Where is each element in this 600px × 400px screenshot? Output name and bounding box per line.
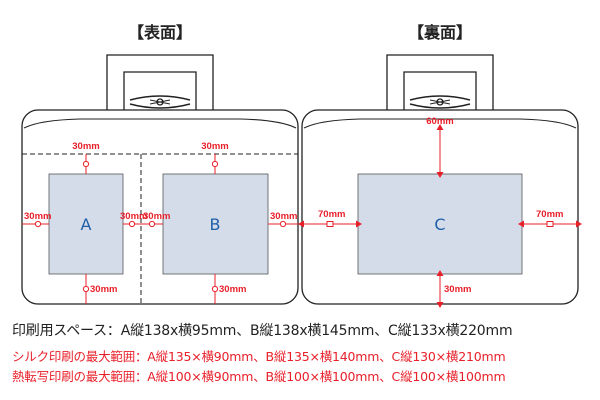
dim-c-top: 60mm <box>426 116 453 127</box>
front-handle <box>106 54 214 110</box>
dim-b-bottom: 30mm <box>219 284 246 295</box>
print-area-b <box>162 173 269 275</box>
dim-a-bottom: 30mm <box>90 284 117 295</box>
back-side: 【裏面】 C <box>298 23 582 308</box>
dim-b-top: 30mm <box>201 141 228 152</box>
area-c-label: C <box>434 215 445 234</box>
heat-transfer-max-caption: 熱転写印刷の最大範囲：A縦100×横90mm、B縦100×横100mm、C縦10… <box>12 369 506 384</box>
dim-a-right: 30mm <box>120 211 147 222</box>
print-space-caption: 印刷用スペース：A縦138x横95mm、B縦138x横145mm、C縦133x横… <box>12 323 513 339</box>
dim-b-left: 30mm <box>143 211 170 222</box>
dim-b-right: 30mm <box>270 211 297 222</box>
dim-c-bottom: 30mm <box>444 284 471 295</box>
dim-a-left: 30mm <box>24 211 51 222</box>
area-b-label: B <box>210 215 221 234</box>
front-side: 【表面】 A B <box>21 23 299 305</box>
dim-c-right: 70mm <box>536 209 563 220</box>
dim-c-left: 70mm <box>318 209 345 220</box>
front-title: 【表面】 <box>128 23 192 42</box>
dim-a-top: 30mm <box>72 141 99 152</box>
print-area-c <box>357 173 523 275</box>
bag-diagram: 【表面】 A B <box>21 23 582 308</box>
back-handle <box>386 54 494 110</box>
silk-max-caption: シルク印刷の最大範囲：A縦135×横90mm、B縦135×横140mm、C縦13… <box>12 349 506 364</box>
back-title: 【裏面】 <box>408 23 472 42</box>
area-a-label: A <box>81 215 92 234</box>
